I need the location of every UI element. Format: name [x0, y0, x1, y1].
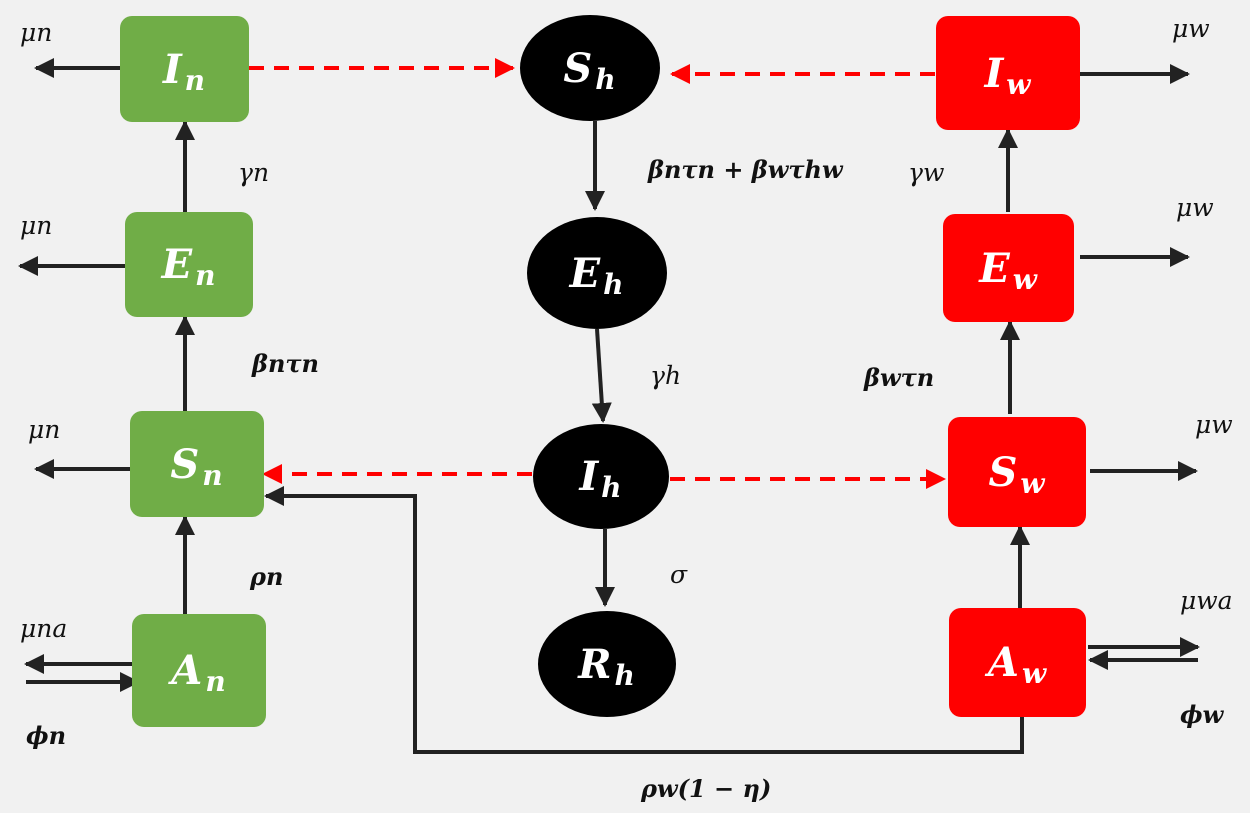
compartment-ew-base: E	[979, 244, 1011, 292]
compartment-eh-base: E	[569, 249, 602, 297]
compartment-sw-sub: w	[1020, 466, 1046, 500]
compartment-eh-sub: h	[603, 267, 625, 301]
arrow-aw-to-sn	[264, 486, 1024, 754]
label-gamma-h: γh	[650, 361, 682, 390]
label-mu-w-top: μw	[1172, 14, 1210, 43]
compartment-an-sub: n	[205, 665, 227, 698]
compartment-sh-base: S	[563, 44, 594, 92]
label-rho-n: ρn	[250, 562, 284, 591]
compartment-sw-base: S	[988, 448, 1019, 496]
compartment-ew-sub: w	[1012, 262, 1038, 296]
compartment-in-sub: n	[184, 63, 207, 97]
compartment-an-base: A	[171, 647, 204, 694]
label-gamma-w: γw	[908, 158, 945, 187]
compartment-sh-sub: h	[595, 62, 617, 96]
label-mu-na: μna	[20, 614, 68, 643]
compartment-aw-base: A	[987, 639, 1020, 686]
label-phi-n: ϕn	[26, 721, 67, 750]
compartment-in-base: I	[162, 45, 183, 93]
compartment-ih-base: I	[579, 453, 600, 500]
label-beta-w-tau-n: βwτn	[864, 363, 935, 392]
compartment-sn-sub: n	[202, 458, 224, 492]
label-mu-n-s: μn	[28, 415, 61, 444]
compartment-rh-sub: h	[614, 658, 636, 692]
compartment-aw-sub: w	[1021, 657, 1048, 690]
label-beta-n-tau-n: βnτn	[252, 349, 319, 378]
label-human-infection-rate: βnτn + βwτhw	[648, 155, 843, 184]
label-mu-w-e: μw	[1176, 193, 1214, 222]
arrow-eh-to-ih	[591, 328, 612, 423]
label-phi-w: ϕw	[1180, 700, 1224, 729]
label-mu-n-top: μn	[20, 18, 53, 47]
label-sigma: σ	[670, 560, 688, 589]
compartment-sn-base: S	[170, 440, 201, 488]
compartment-rh-base: R	[578, 640, 613, 688]
label-mu-wa: μwa	[1180, 586, 1233, 615]
label-mu-w-s: μw	[1195, 410, 1233, 439]
label-gamma-n: γn	[238, 158, 270, 187]
label-rho-w-eta: ρw(1 − η)	[641, 774, 772, 803]
compartment-en-base: E	[161, 241, 194, 288]
label-mu-n-e: μn	[20, 211, 53, 240]
compartment-iw-base: I	[984, 49, 1005, 97]
compartment-ih-sub: h	[601, 471, 623, 504]
compartment-en-sub: n	[195, 259, 217, 292]
compartment-iw-sub: w	[1006, 67, 1032, 101]
